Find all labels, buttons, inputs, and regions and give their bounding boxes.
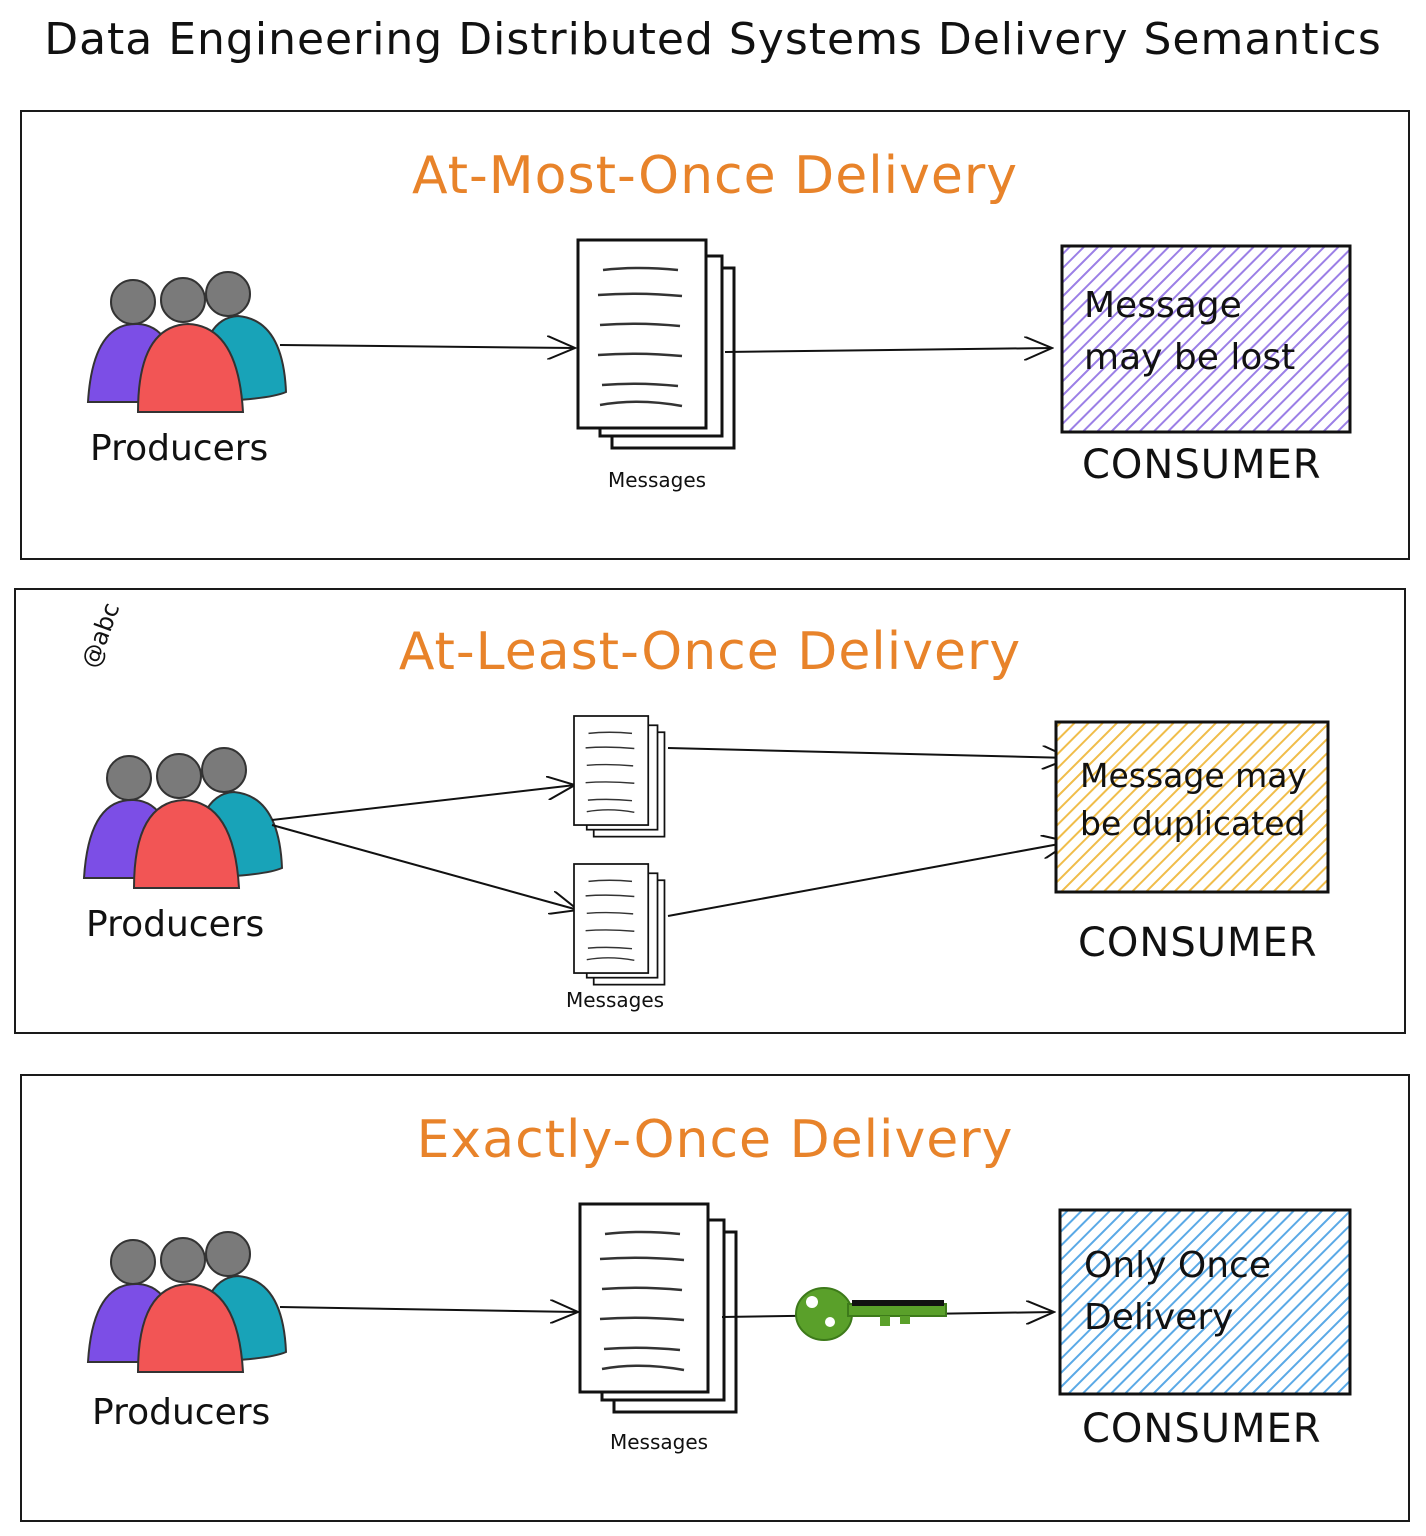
panel-at-least-once: @abc At-Least-Once Delivery Producers Me… bbox=[14, 588, 1406, 1034]
consumer-description: Only Once Delivery bbox=[1084, 1245, 1271, 1338]
panel-title: Exactly-Once Delivery bbox=[416, 1110, 1014, 1170]
panel-at-most-once: At-Most-Once Delivery Producers Messages… bbox=[20, 110, 1410, 560]
producers-label: Producers bbox=[92, 1392, 271, 1433]
consumer-label: CONSUMER bbox=[1082, 1406, 1322, 1452]
arrow-messages-to-consumer bbox=[724, 348, 1052, 352]
messages-label: Messages bbox=[608, 468, 707, 492]
panel-exactly-once: Exactly-Once Delivery Producers Messages… bbox=[20, 1074, 1410, 1522]
consumer-label: CONSUMER bbox=[1078, 920, 1318, 966]
consumer-box-once bbox=[1058, 1208, 1352, 1396]
arrow-messages-b-to-consumer bbox=[667, 842, 1070, 917]
consumer-description: Message may be lost bbox=[1084, 285, 1296, 378]
arrow-producers-to-messages bbox=[279, 1307, 578, 1312]
messages-label: Messages bbox=[610, 1430, 709, 1454]
messages-label: Messages bbox=[566, 988, 665, 1012]
panel-title: At-Least-Once Delivery bbox=[398, 622, 1022, 682]
arrow-producers-to-messages-b bbox=[271, 824, 578, 910]
arrow-producers-to-messages-a bbox=[271, 785, 575, 821]
panel-3-graphics bbox=[87, 1202, 1352, 1414]
producers-label: Producers bbox=[90, 428, 269, 469]
panel-1-graphics bbox=[87, 238, 1352, 450]
arrow-producers-to-messages bbox=[279, 345, 575, 348]
consumer-description: Message may be duplicated bbox=[1080, 756, 1308, 843]
panel-title: At-Most-Once Delivery bbox=[411, 146, 1019, 206]
page-title: Data Engineering Distributed Systems Del… bbox=[44, 14, 1382, 65]
consumer-label: CONSUMER bbox=[1082, 442, 1322, 488]
producers-label: Producers bbox=[86, 904, 265, 945]
key-icon bbox=[795, 1287, 947, 1341]
consumer-box-lost bbox=[1060, 244, 1352, 434]
arrow-messages-a-to-consumer bbox=[667, 748, 1070, 758]
panel-2-graphics bbox=[83, 715, 1330, 986]
consumer-box-duplicated bbox=[1054, 720, 1330, 894]
